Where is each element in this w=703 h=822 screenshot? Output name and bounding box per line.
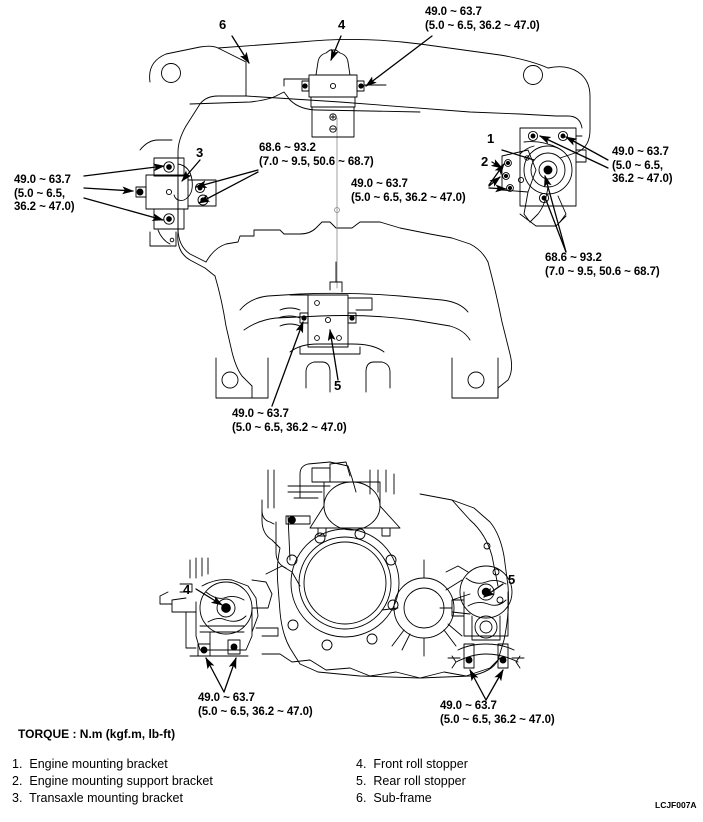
torque-label-lower-right: 49.0 ~ 63.7(5.0 ~ 6.5, 36.2 ~ 47.0) <box>440 700 555 726</box>
torque-label-center-right: 49.0 ~ 63.7(5.0 ~ 6.5, 36.2 ~ 47.0) <box>351 178 466 204</box>
legend-item-4: 4. Front roll stopper <box>356 757 468 771</box>
front-roll-stopper-bottom <box>159 557 301 657</box>
callout-number-1: 1 <box>487 131 495 146</box>
transaxle-assembly-bottom <box>261 461 509 679</box>
torque-label-right: 49.0 ~ 63.7(5.0 ~ 6.5,36.2 ~ 47.0) <box>612 146 673 185</box>
front-roll-stopper-top <box>283 49 387 138</box>
leader-lines-top <box>83 35 609 407</box>
legend-item-1: 1. Engine mounting bracket <box>12 757 168 771</box>
figure-code: LCJF007A <box>655 800 697 810</box>
callout-number-6: 6 <box>219 17 227 32</box>
torque-label-left: 49.0 ~ 63.7(5.0 ~ 6.5,36.2 ~ 47.0) <box>14 174 75 213</box>
center-axis-line <box>334 117 340 289</box>
legend-item-5: 5. Rear roll stopper <box>356 774 466 788</box>
callout-number-5-top: 5 <box>334 378 342 393</box>
legend-item-6: 6. Sub-frame <box>356 791 432 805</box>
callout-number-4-bottom: 4 <box>183 582 191 597</box>
callout-number-4-top: 4 <box>338 17 346 32</box>
torque-label-center-high: 68.6 ~ 93.2(7.0 ~ 9.5, 50.6 ~ 68.7) <box>259 142 374 168</box>
torque-label-top-right: 49.0 ~ 63.7(5.0 ~ 6.5, 36.2 ~ 47.0) <box>425 6 540 32</box>
torque-label-lower-left: 49.0 ~ 63.7(5.0 ~ 6.5, 36.2 ~ 47.0) <box>198 692 313 718</box>
callout-number-2: 2 <box>481 154 489 169</box>
engine-mounting-bracket-right <box>501 127 587 227</box>
callout-number-3: 3 <box>196 145 204 160</box>
torque-units-title: TORQUE : N.m (kgf.m, lb-ft) <box>18 727 176 741</box>
leader-lines-bottom <box>195 583 504 701</box>
legend-item-2: 2. Engine mounting support bracket <box>12 774 213 788</box>
sub-frame-outline <box>149 38 591 399</box>
rear-roll-stopper-top <box>277 261 373 355</box>
torque-label-bottom-center: 49.0 ~ 63.7(5.0 ~ 6.5, 36.2 ~ 47.0) <box>232 408 347 434</box>
legend-item-3: 3. Transaxle mounting bracket <box>12 791 183 805</box>
callout-number-5-bottom: 5 <box>508 572 516 587</box>
transaxle-mounting-bracket <box>135 139 217 247</box>
torque-label-right-high: 68.6 ~ 93.2(7.0 ~ 9.5, 50.6 ~ 68.7) <box>545 252 660 278</box>
